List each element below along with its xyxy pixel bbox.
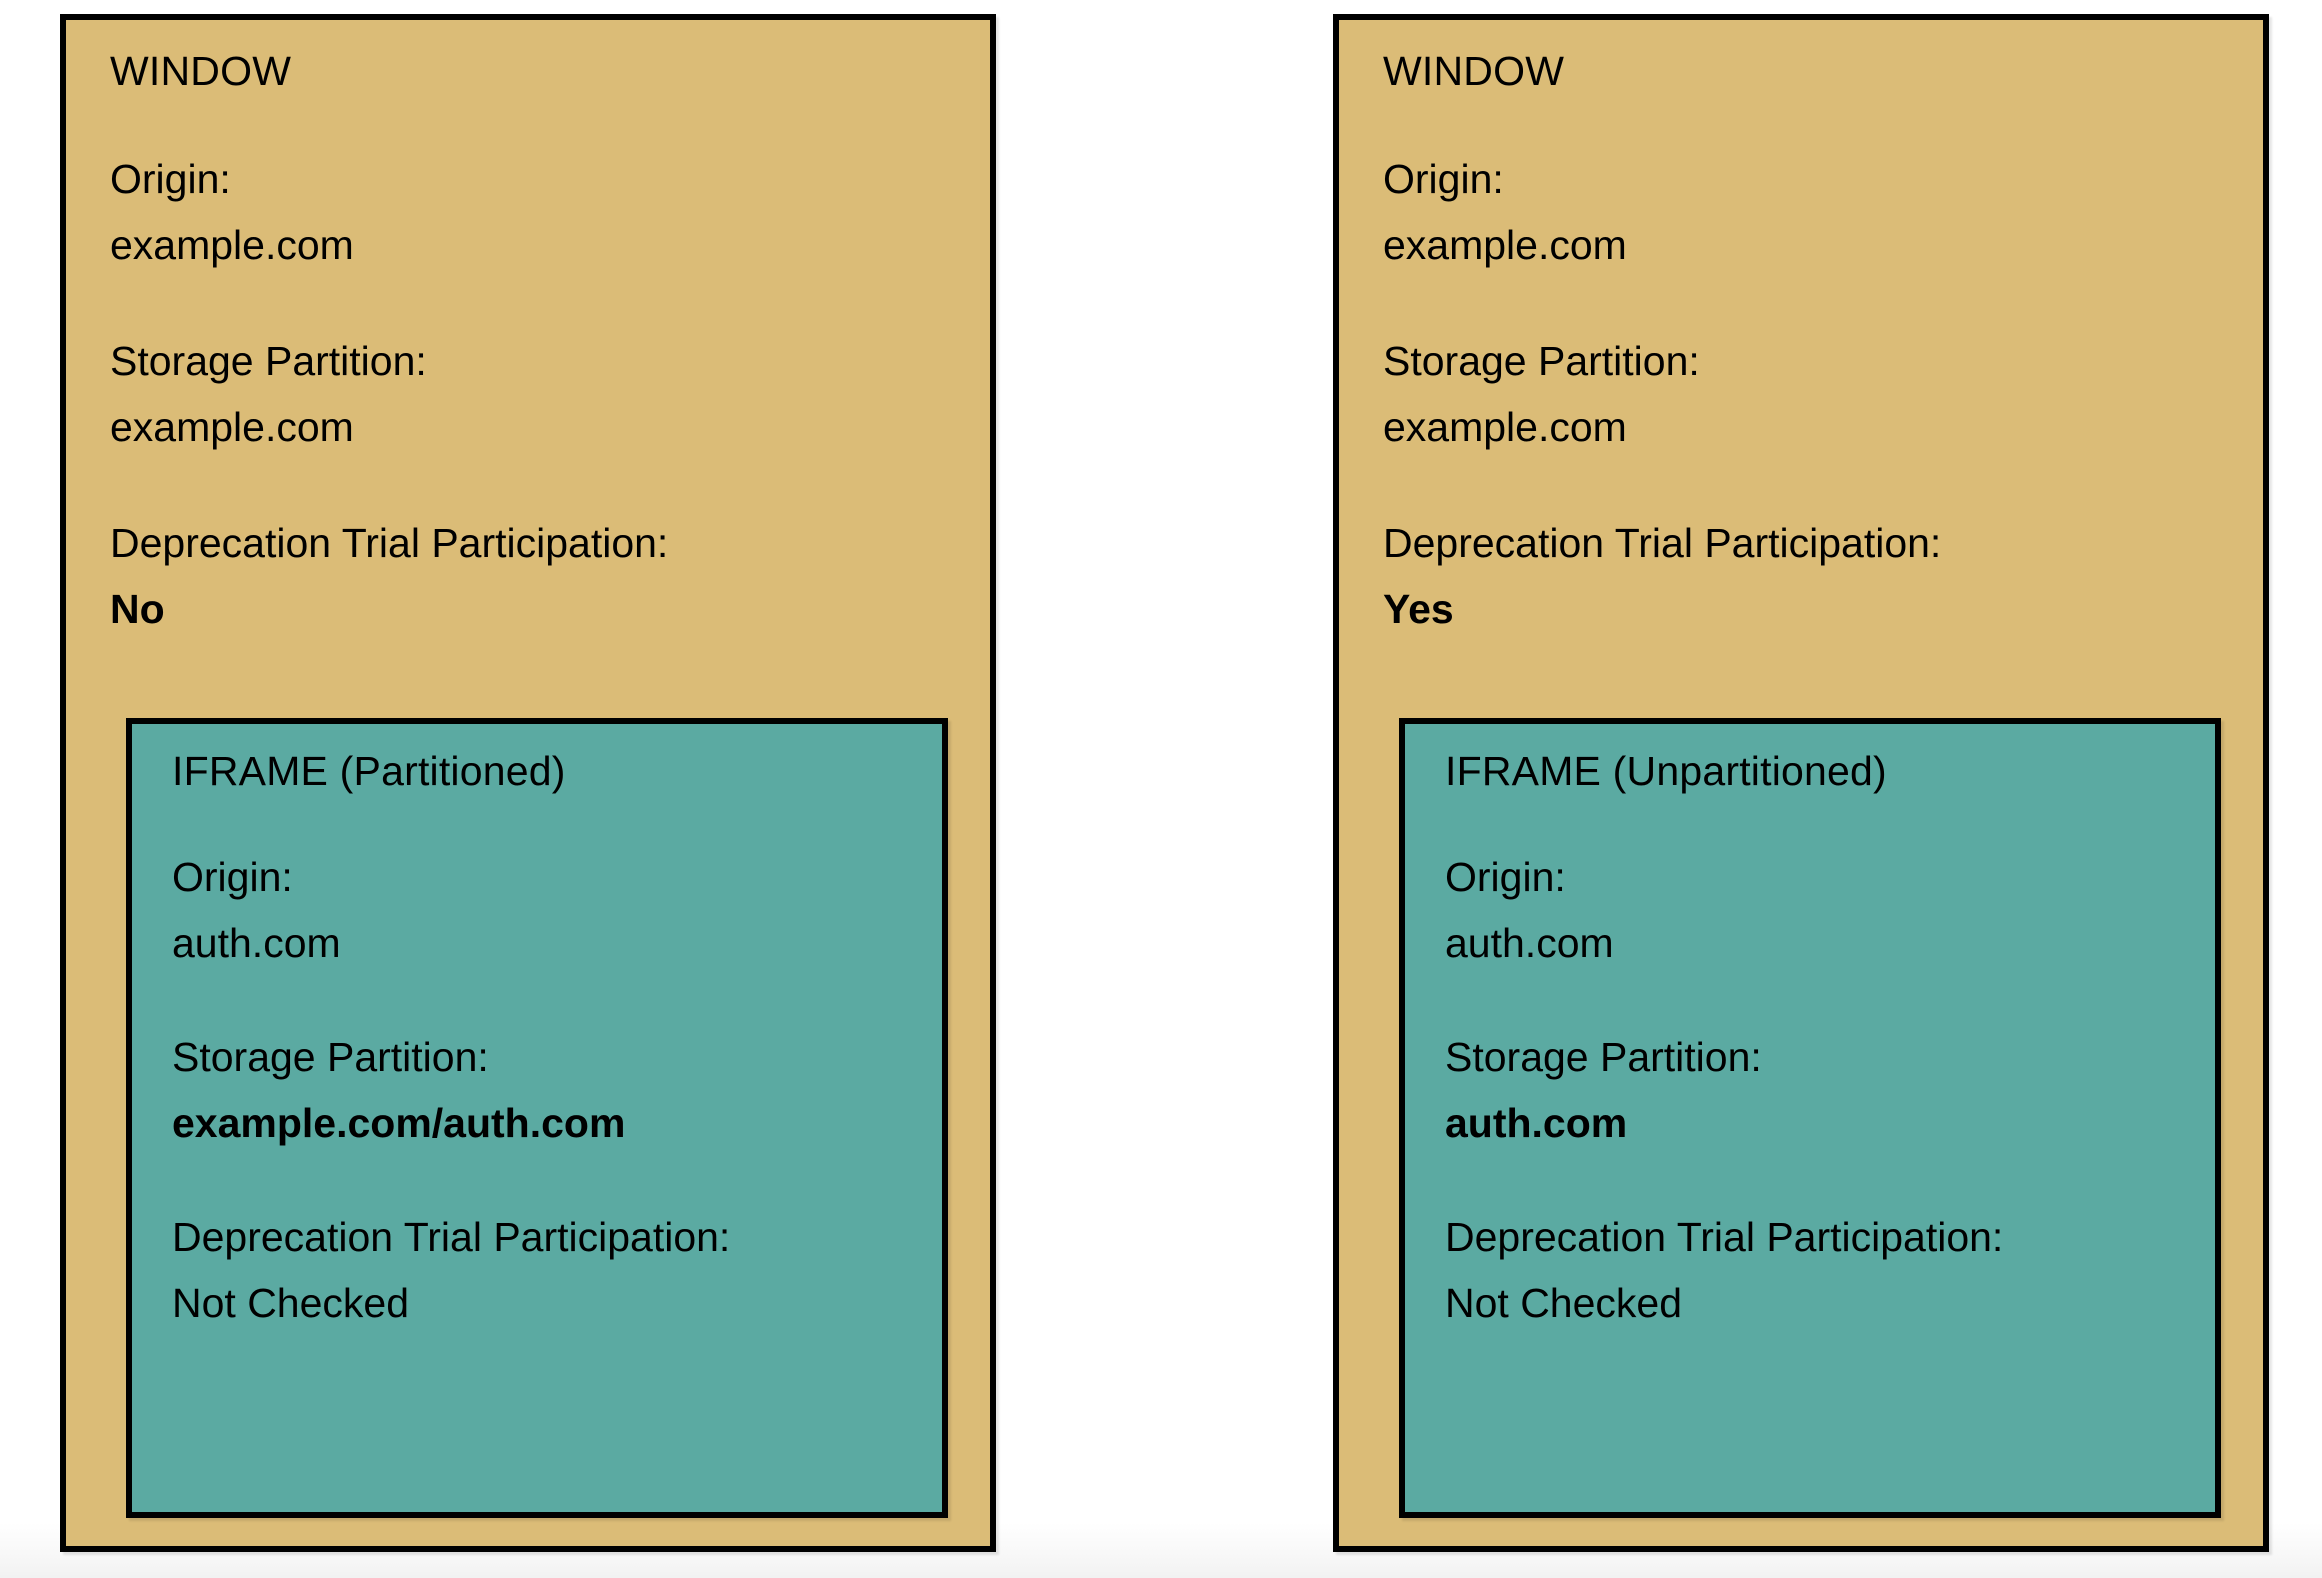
iframe-origin-value: auth.com: [1445, 920, 1614, 966]
iframe-deprecation-trial-value: Not Checked: [172, 1280, 410, 1326]
iframe-origin-value: auth.com: [172, 920, 341, 966]
window-origin-value: example.com: [1383, 222, 1627, 268]
window-deprecation-trial-label: Deprecation Trial Participation:: [110, 520, 669, 566]
iframe-title: IFRAME (Unpartitioned): [1445, 748, 1887, 794]
window-box-unpartitioned: WINDOW Origin: example.com Storage Parti…: [1333, 14, 2269, 1552]
window-field-origin: Origin: example.com: [110, 146, 970, 278]
iframe-field-deprecation-trial: Deprecation Trial Participation: Not Che…: [1445, 1204, 2197, 1336]
iframe-field-deprecation-trial: Deprecation Trial Participation: Not Che…: [172, 1204, 924, 1336]
iframe-title: IFRAME (Partitioned): [172, 748, 566, 794]
window-origin-label: Origin:: [1383, 156, 1504, 202]
iframe-deprecation-trial-value: Not Checked: [1445, 1280, 1683, 1326]
window-field-deprecation-trial: Deprecation Trial Participation: No: [110, 510, 970, 642]
window-storage-partition-label: Storage Partition:: [110, 338, 427, 384]
iframe-box-unpartitioned: IFRAME (Unpartitioned) Origin: auth.com …: [1399, 718, 2221, 1518]
window-content-unpartitioned: WINDOW Origin: example.com Storage Parti…: [1383, 46, 2243, 642]
iframe-storage-partition-value: example.com/auth.com: [172, 1100, 626, 1146]
window-content-partitioned: WINDOW Origin: example.com Storage Parti…: [110, 46, 970, 642]
iframe-field-origin: Origin: auth.com: [1445, 844, 2197, 976]
window-origin-value: example.com: [110, 222, 354, 268]
iframe-origin-label: Origin:: [1445, 854, 1566, 900]
window-deprecation-trial-value: No: [110, 586, 165, 632]
window-field-origin: Origin: example.com: [1383, 146, 2243, 278]
window-storage-partition-value: example.com: [1383, 404, 1627, 450]
window-field-deprecation-trial: Deprecation Trial Participation: Yes: [1383, 510, 2243, 642]
iframe-deprecation-trial-label: Deprecation Trial Participation:: [1445, 1214, 2004, 1260]
window-box-partitioned: WINDOW Origin: example.com Storage Parti…: [60, 14, 996, 1552]
iframe-field-origin: Origin: auth.com: [172, 844, 924, 976]
iframe-origin-label: Origin:: [172, 854, 293, 900]
window-field-storage-partition: Storage Partition: example.com: [1383, 328, 2243, 460]
window-origin-label: Origin:: [110, 156, 231, 202]
iframe-field-storage-partition: Storage Partition: example.com/auth.com: [172, 1024, 924, 1156]
window-storage-partition-label: Storage Partition:: [1383, 338, 1700, 384]
window-deprecation-trial-label: Deprecation Trial Participation:: [1383, 520, 1942, 566]
iframe-deprecation-trial-label: Deprecation Trial Participation:: [172, 1214, 731, 1260]
iframe-content-partitioned: IFRAME (Partitioned) Origin: auth.com St…: [172, 746, 924, 1336]
iframe-box-partitioned: IFRAME (Partitioned) Origin: auth.com St…: [126, 718, 948, 1518]
window-deprecation-trial-value: Yes: [1383, 586, 1454, 632]
iframe-content-unpartitioned: IFRAME (Unpartitioned) Origin: auth.com …: [1445, 746, 2197, 1336]
iframe-storage-partition-label: Storage Partition:: [172, 1034, 489, 1080]
window-field-storage-partition: Storage Partition: example.com: [110, 328, 970, 460]
window-title: WINDOW: [110, 48, 292, 94]
iframe-field-storage-partition: Storage Partition: auth.com: [1445, 1024, 2197, 1156]
iframe-storage-partition-value: auth.com: [1445, 1100, 1628, 1146]
window-title: WINDOW: [1383, 48, 1565, 94]
window-storage-partition-value: example.com: [110, 404, 354, 450]
iframe-storage-partition-label: Storage Partition:: [1445, 1034, 1762, 1080]
